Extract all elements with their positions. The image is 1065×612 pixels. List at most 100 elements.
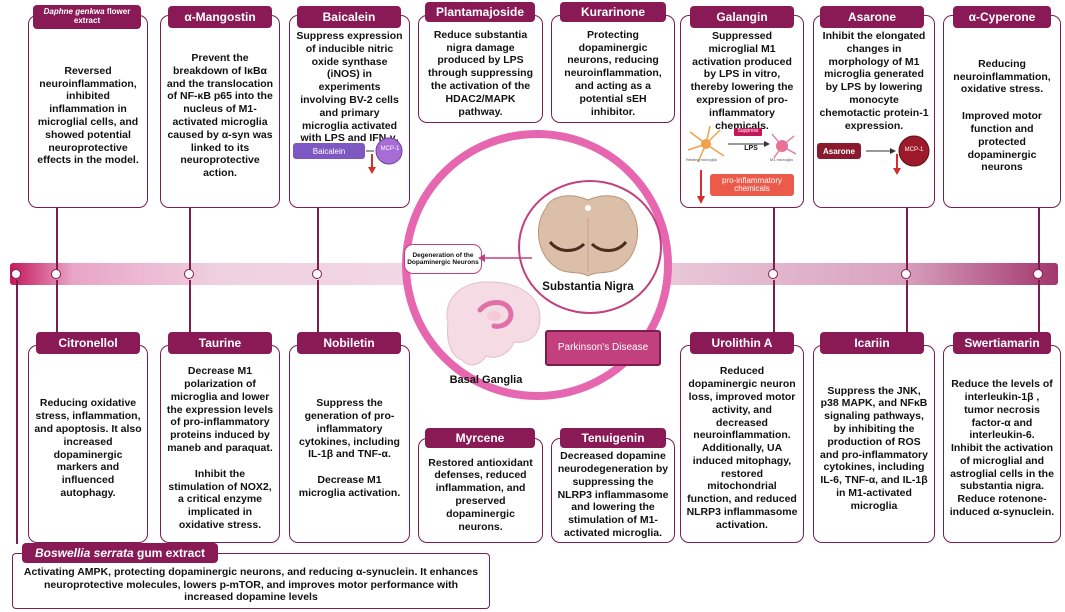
asarone-figure [866,135,930,175]
degeneration-arrow [478,254,532,262]
timeline-node [184,269,194,279]
tag-urolithin: Urolithin A [690,332,794,354]
card-description: Reduce substantia nigra damage produced … [428,28,533,118]
card-asarone: Inhibit the elongated changes in morphol… [813,15,935,208]
connector [16,280,18,544]
connector [189,207,191,273]
card-description: Inhibit the elongated changes in morphol… [819,30,929,132]
connector [773,280,775,346]
connector [906,280,908,346]
tag-label: Plantamajoside [435,5,525,19]
connector [56,207,58,273]
basal-ganglia-label: Basal Ganglia [449,374,523,386]
galangin-microglia-figure [687,125,797,163]
tag-kurarinone: Kurarinone [560,2,666,22]
card-description-2: Improved motor function and protected do… [962,110,1042,174]
card-baicalein: Suppress expression of inducible nitric … [289,15,410,208]
parkinsons-disease-box: Parkinson's Disease [545,330,661,366]
tag-label: Kurarinone [580,5,645,19]
galangin-suppress-label: Suppress [737,128,759,134]
timeline-node [51,269,61,279]
tag-label: Galangin [716,10,768,24]
galangin-lps-label: LPS [744,145,758,152]
connector [906,207,908,273]
tag-boswellia: Boswellia serrata gum extract [22,543,218,563]
galangin-m1-label: M1 microglia [770,157,793,162]
tag-label: Icariin [854,336,890,350]
baicalein-figure [366,137,403,174]
tag-taurine: Taurine [168,332,272,354]
tag-label: Asarone [847,10,897,24]
tag-rest: flower extract [73,7,131,25]
timeline-node [312,269,322,279]
mcp1-circle [375,137,403,165]
basal-ganglia-brain [446,281,541,366]
tag-swertiamarin: Swertiamarin [953,332,1051,354]
timeline-node [1033,269,1043,279]
tag-label: Baicalein [322,10,376,24]
card-taurine: Decrease M1 polarization of microglia an… [160,345,280,543]
tag-rest: gum extract [133,546,206,560]
timeline-node [768,269,778,279]
tag-label: Swertiamarin [964,336,1040,350]
card-citronellol: Reducing oxidative stress, inflammation,… [28,345,148,543]
degeneration-box: Degeneration of the Dopaminergic Neurons [404,244,482,274]
card-plantamajoside: Reduce substantia nigra damage produced … [418,15,543,123]
tag-nobiletin: Nobiletin [297,332,401,354]
tag-label: α-Cyperone [968,10,1036,24]
tag-daphne: Daphne genkwa flower extract [33,5,141,29]
tag-label: Nobiletin [323,336,375,350]
card-cyperone: Reducing neuroinflammation, oxidative st… [943,15,1061,208]
asarone-figure-label: Asarone [817,143,861,159]
card-description: Restored antioxidant defenses, reduced i… [428,456,533,533]
card-description: Suppress the generation of pro-inflammat… [299,397,400,461]
baicalein-figure-label: Baicalein [293,143,365,159]
tag-citronellol: Citronellol [36,332,140,354]
tag-label: α-Mangostin [184,10,256,24]
card-icariin: Suppress the JNK, p38 MAPK, and NFκB sig… [813,345,935,543]
connector [56,280,58,346]
substantia-nigra-section [537,195,639,277]
card-swertiamarin: Reduce the levels of interleukin-1β , tu… [943,345,1061,543]
tag-italic: Boswellia serrata [34,546,134,560]
tag-tenuigenin: Tenuigenin [560,428,666,448]
card-daphne: Reversed neuroinflammation, inhibited in… [28,15,148,208]
card-description-3: Reduce rotenone-induced α-synuclein. [949,493,1055,519]
card-description-2: Decrease M1 microglia activation. [298,474,401,499]
tag-baicalein: Baicalein [297,6,401,28]
card-description: Reduced dopaminergic neuron loss, improv… [686,365,798,531]
card-description: Suppress the JNK, p38 MAPK, and NFκB sig… [820,384,928,512]
timeline-node [11,269,21,279]
card-description: Reducing oxidative stress, inflammation,… [34,397,142,499]
timeline-node [901,269,911,279]
card-description: Reducing neuroinflammation, oxidative st… [953,57,1051,96]
baicalein-mcp1-label: MCP-1 [380,146,400,152]
card-myrcene: Restored antioxidant defenses, reduced i… [418,438,543,543]
connector [1038,207,1040,273]
galangin-pro-inflammatory-box: pro-inflammatory chemicals [710,174,794,196]
card-mangostin: Prevent the breakdown of IκBα and the tr… [160,15,280,208]
card-description-2: Inhibit the stimulation of NOX2, a criti… [168,467,272,531]
card-nobiletin: Suppress the generation of pro-inflammat… [289,345,410,543]
tag-label: Tenuigenin [581,431,645,445]
tag-asarone: Asarone [820,6,924,28]
galangin-down-arrow [697,170,705,204]
tag-label: Taurine [198,336,242,350]
tag-cyperone: α-Cyperone [953,6,1051,28]
card-description: Suppressed microglial M1 activation prod… [690,30,794,132]
substantia-nigra-label: Substantia Nigra [542,281,634,293]
card-tenuigenin: Decreased dopamine neurodegeneration by … [551,438,675,543]
card-description: Prevent the breakdown of IκBα and the tr… [166,52,274,180]
card-description: Reversed neuroinflammation, inhibited in… [37,64,139,167]
galangin-resting-label: Resting microglia [686,157,717,162]
card-description: Decreased dopamine neurodegeneration by … [557,450,669,539]
tag-galangin: Galangin [690,6,794,28]
tag-label: Urolithin A [711,336,773,350]
card-description: Protecting dopaminergic neurons, reducin… [564,28,662,118]
tag-mangostin: α-Mangostin [168,6,272,28]
pd-label: Parkinson's Disease [557,342,649,354]
connector [317,207,319,273]
asarone-mcp1-label: MCP-1 [904,147,924,153]
tag-italic: Daphne genkwa [43,7,105,17]
card-kurarinone: Protecting dopaminergic neurons, reducin… [551,15,675,123]
